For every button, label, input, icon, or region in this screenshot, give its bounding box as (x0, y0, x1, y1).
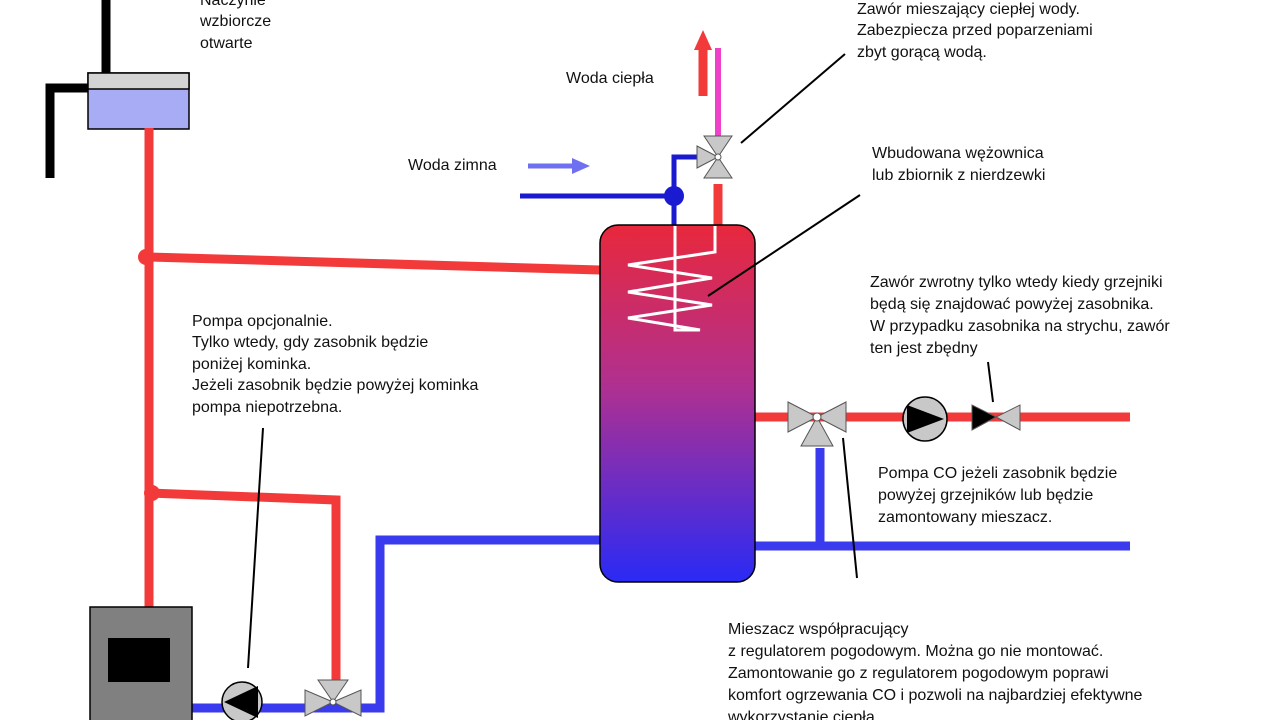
expansion-vessel-label: Naczynie wzbiorcze otwarte (199, 0, 276, 52)
fireplace (89, 606, 193, 720)
check-valve (971, 404, 1021, 431)
tee-junction-top (138, 249, 154, 265)
optional-pump (221, 681, 263, 720)
leader-lines (247, 53, 994, 669)
cold-pipes (190, 448, 1130, 713)
mixer-label: Mieszacz współpracujący z regulatorem po… (727, 621, 1147, 720)
optional-pump-label: Pompa opcjonalnie. Tylko wtedy, gdy zaso… (192, 313, 483, 416)
vent-pipe (45, 0, 111, 178)
hot-water-arrow (694, 30, 712, 50)
coil-label: Wbudowana wężownica lub zbiornik z nierd… (872, 145, 1048, 184)
co-pump (902, 396, 948, 442)
co-pump-label: Pompa CO jeżeli zasobnik będzie powyżej … (878, 465, 1122, 526)
check-valve-label: Zawór zwrotny tylko wtedy kiedy grzejnik… (870, 274, 1174, 357)
cold-inlet-junction (664, 186, 684, 206)
dhw-mixing-valve-label: Zawór mieszający ciepłej wody. Zabezpiec… (857, 1, 1097, 61)
cold-water-label: Woda zimna (408, 157, 497, 174)
dhw-mixing-valve (696, 135, 733, 179)
hot-water-label: Woda ciepła (566, 70, 654, 87)
co-mixer-valve (787, 401, 847, 447)
storage-tank (599, 224, 756, 583)
fireplace-mixing-valve (304, 679, 362, 717)
tee-junction-bottom (144, 485, 160, 501)
cold-water-arrow (528, 158, 590, 174)
heating-coil (627, 226, 717, 332)
expansion-vessel (87, 72, 190, 130)
